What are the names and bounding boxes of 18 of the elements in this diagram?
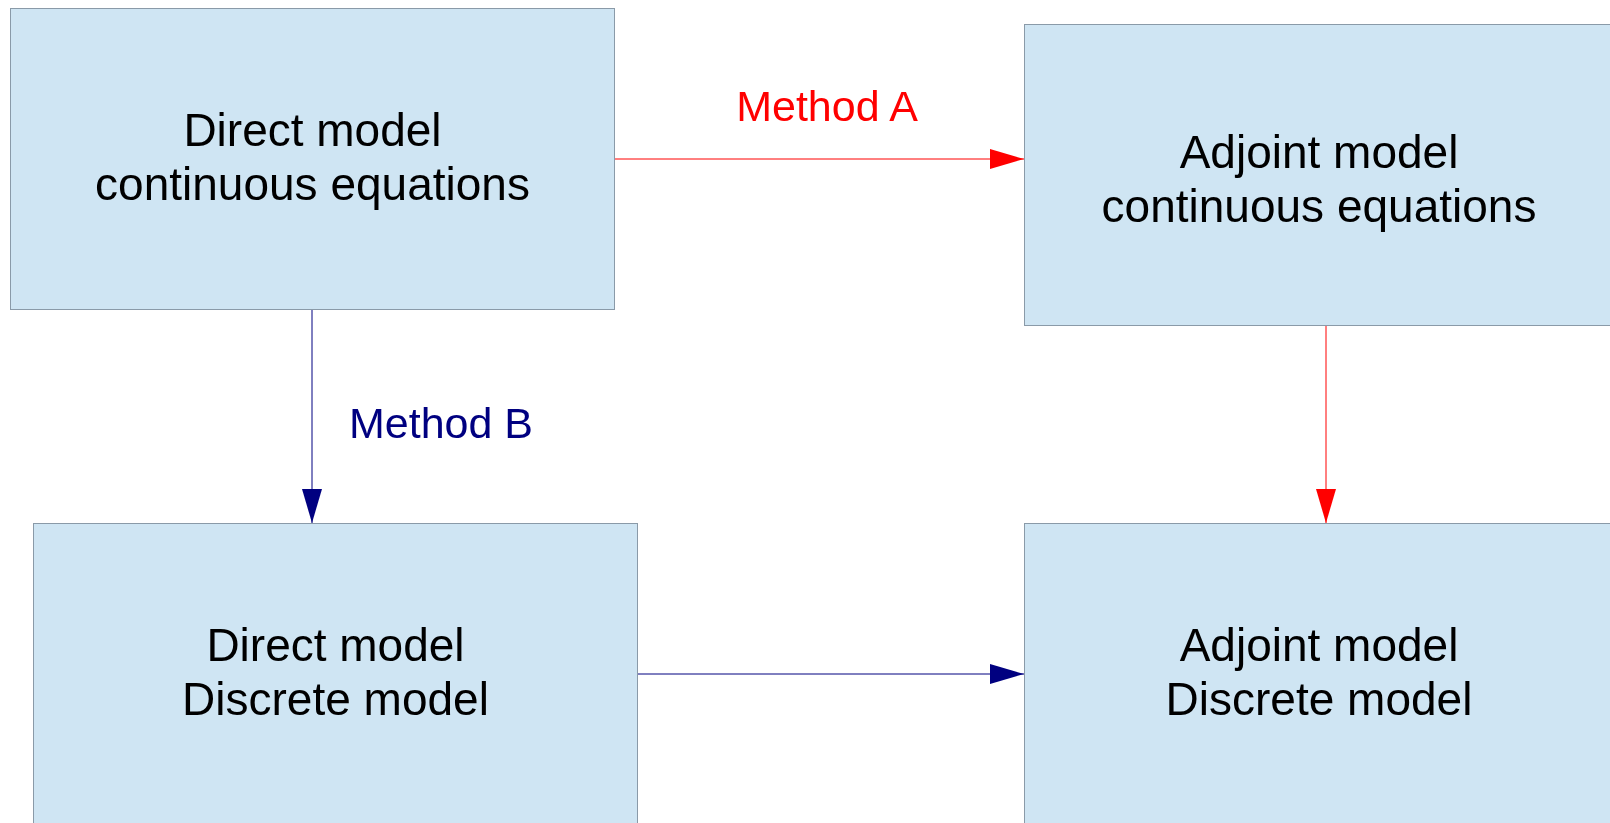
box-text: continuous equations xyxy=(1101,179,1537,233)
arrow xyxy=(637,664,1025,684)
arrow xyxy=(1316,325,1336,524)
process-box xyxy=(10,8,615,310)
box-text: Direct model xyxy=(206,618,465,672)
box-text: Adjoint model xyxy=(1179,618,1459,672)
process-box xyxy=(1024,523,1610,823)
arrow xyxy=(614,149,1025,169)
process-box xyxy=(1024,24,1610,326)
box-text: Discrete model xyxy=(182,672,489,726)
box-text: Adjoint model xyxy=(1179,125,1459,179)
box-text: continuous equations xyxy=(95,157,530,211)
box-text: Direct model xyxy=(183,103,442,157)
edge-label: Method A xyxy=(736,82,918,130)
arrow xyxy=(302,309,322,524)
process-box xyxy=(33,523,638,823)
box-text: Discrete model xyxy=(1165,672,1473,726)
edge-label: Method B xyxy=(349,399,534,447)
